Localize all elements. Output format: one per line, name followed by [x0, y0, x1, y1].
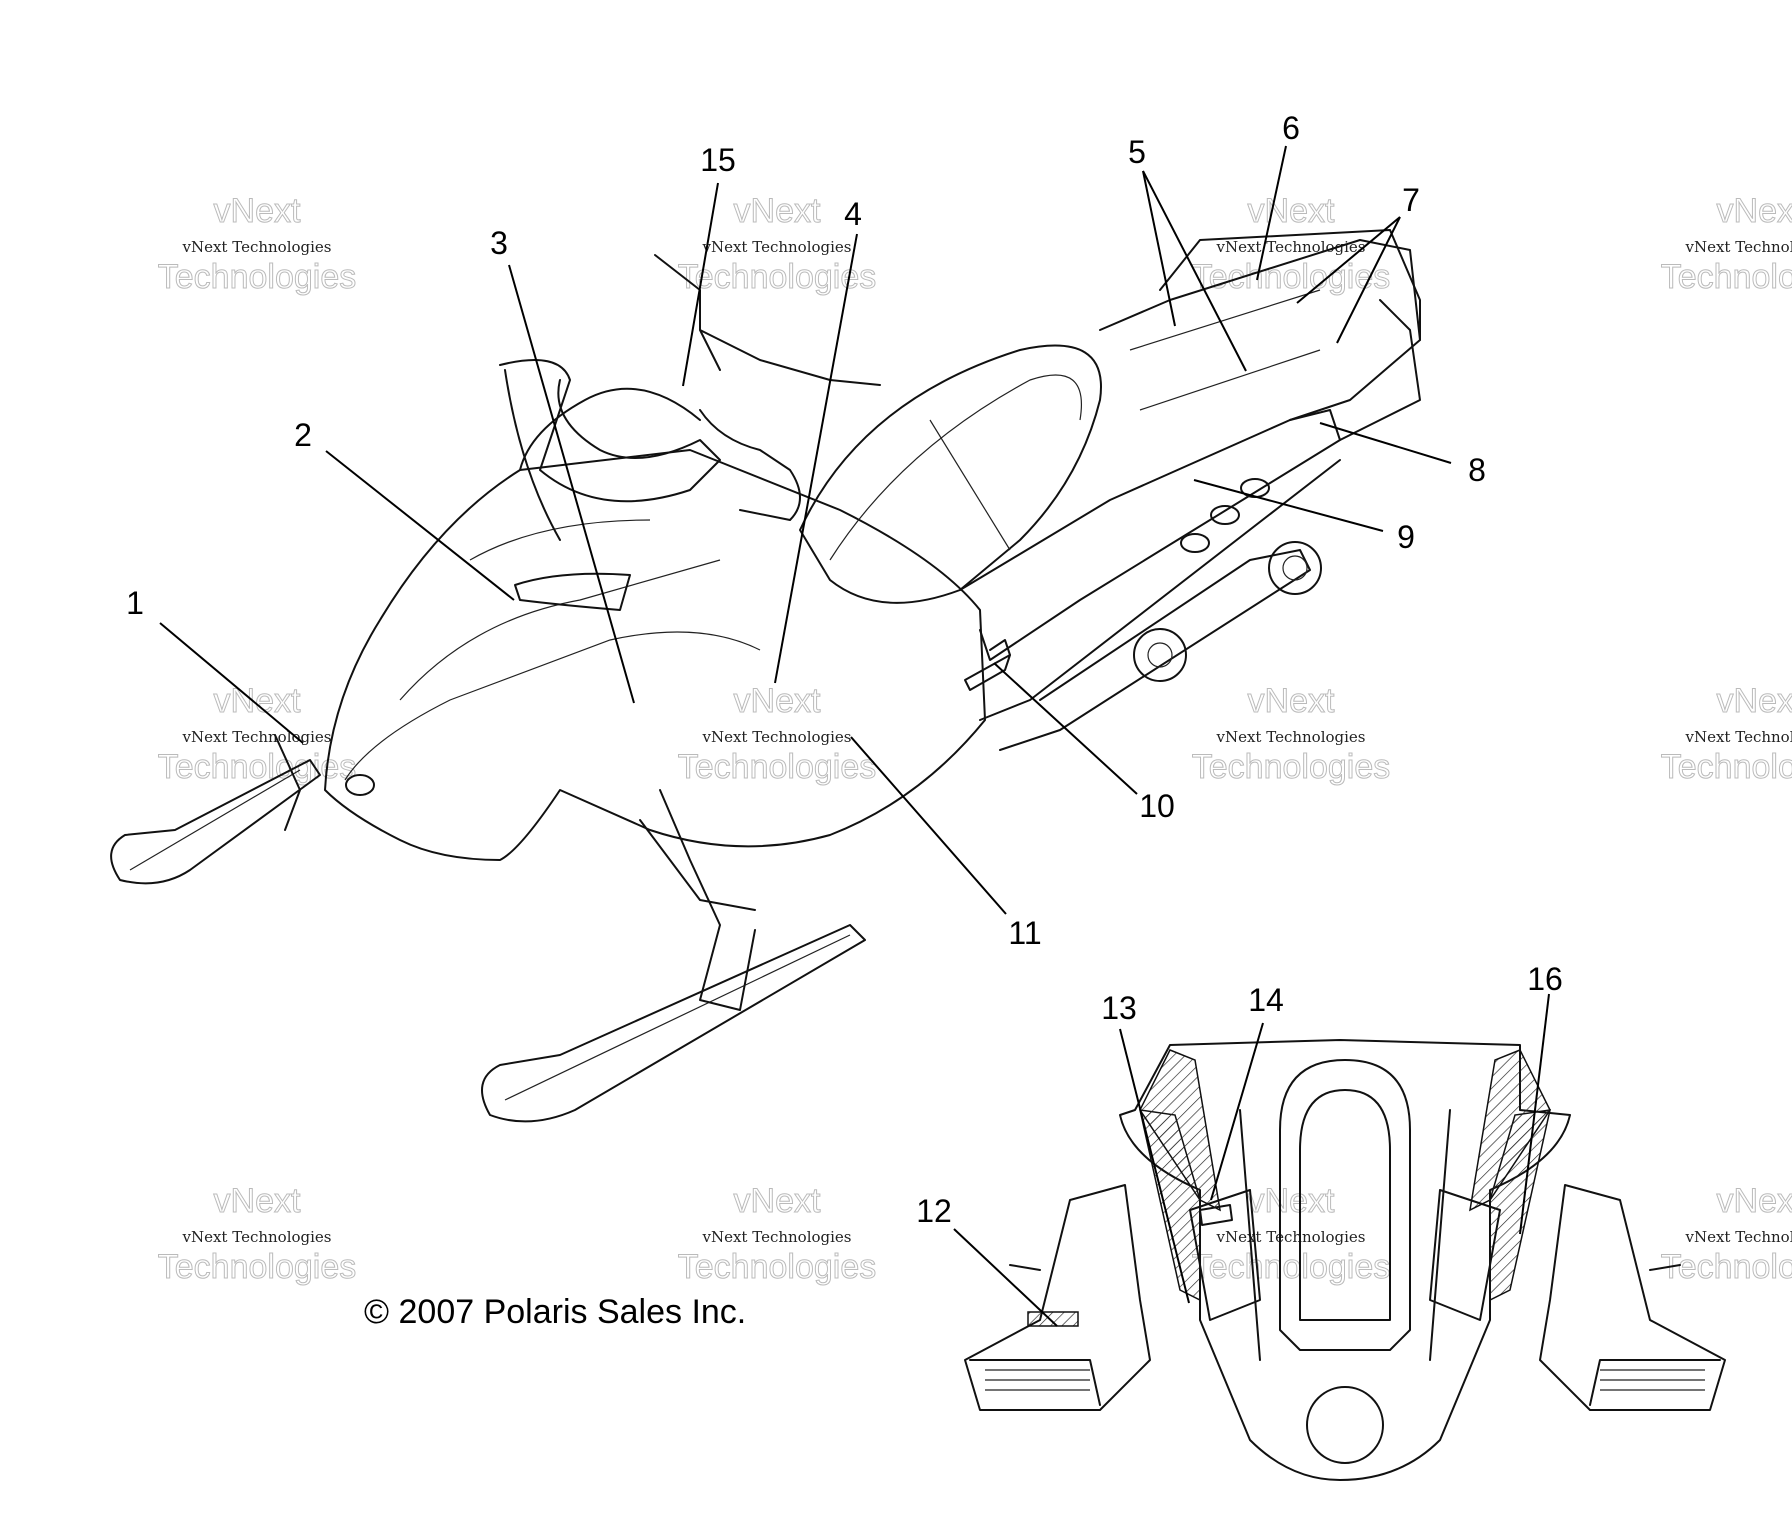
watermark-text: vNext — [734, 682, 821, 720]
watermark-text: vNext Technologies — [181, 238, 331, 256]
watermark-text: Technologies — [1192, 258, 1390, 296]
callout-15: 15 — [700, 142, 736, 178]
watermark-text: Technologies — [678, 258, 876, 296]
watermark-text: vNext — [1717, 1182, 1792, 1220]
watermark-text: vNext — [1248, 1182, 1335, 1220]
copyright-notice: © 2007 Polaris Sales Inc. — [364, 1293, 746, 1331]
callout-7: 7 — [1402, 182, 1420, 218]
watermark-text: Technologies — [678, 748, 876, 786]
watermark-text: Technologies — [1661, 1248, 1792, 1286]
watermark-text: Technologies — [1661, 258, 1792, 296]
callout-13: 13 — [1101, 990, 1137, 1026]
watermark-text: vNext Technologies — [1215, 728, 1365, 746]
watermark-text: vNext Technologies — [1215, 238, 1365, 256]
watermark-text: vNext — [214, 682, 301, 720]
watermark-text: vNext Technologies — [1684, 238, 1792, 256]
callout-6: 6 — [1282, 110, 1300, 146]
callout-14: 14 — [1248, 982, 1284, 1018]
watermark-text: Technologies — [158, 258, 356, 296]
watermark-text: Technologies — [1661, 748, 1792, 786]
callout-16: 16 — [1527, 961, 1563, 997]
callout-9: 9 — [1397, 519, 1415, 555]
callout-12: 12 — [916, 1193, 952, 1229]
watermark-text: vNext — [1717, 682, 1792, 720]
leader-lines — [159, 145, 1550, 1327]
watermark-text: Technologies — [1192, 1248, 1390, 1286]
callout-8: 8 — [1468, 452, 1486, 488]
callout-10: 10 — [1139, 788, 1175, 824]
callout-5: 5 — [1128, 134, 1146, 170]
watermark-text: vNext — [1248, 192, 1335, 230]
watermark-text: vNext Technologies — [701, 728, 851, 746]
callout-4: 4 — [844, 196, 862, 232]
watermark-text: vNext Technologies — [1215, 1228, 1365, 1246]
watermark-text: vNext Technologies — [701, 1228, 851, 1246]
watermark-text: Technologies — [678, 1248, 876, 1286]
watermark-text: vNext — [1717, 192, 1792, 230]
snowmobile-side-view — [110, 229, 1421, 1123]
watermark-text: vNext — [734, 192, 821, 230]
watermark-text: Technologies — [1192, 748, 1390, 786]
callouts: 1 2 3 4 5 6 7 8 9 10 11 12 13 14 15 16 — [126, 110, 1563, 1229]
watermark-text: vNext — [1248, 682, 1335, 720]
hood-front-view — [964, 1039, 1726, 1481]
watermark-text: vNext — [734, 1182, 821, 1220]
watermark-text: Technologies — [158, 748, 356, 786]
watermark-text: vNext Technologies — [181, 1228, 331, 1246]
watermark-text: vNext Technologies — [181, 728, 331, 746]
watermark-text: vNext Technologies — [1684, 728, 1792, 746]
callout-3: 3 — [490, 225, 508, 261]
callout-1: 1 — [126, 585, 144, 621]
watermark-text: vNext Technologies — [1684, 1228, 1792, 1246]
watermark-text: vNext Technologies — [701, 238, 851, 256]
callout-11: 11 — [1008, 915, 1041, 951]
watermark-text: vNext — [214, 192, 301, 230]
callout-2: 2 — [294, 417, 312, 453]
watermark-text: Technologies — [158, 1248, 356, 1286]
watermark-text: vNext — [214, 1182, 301, 1220]
